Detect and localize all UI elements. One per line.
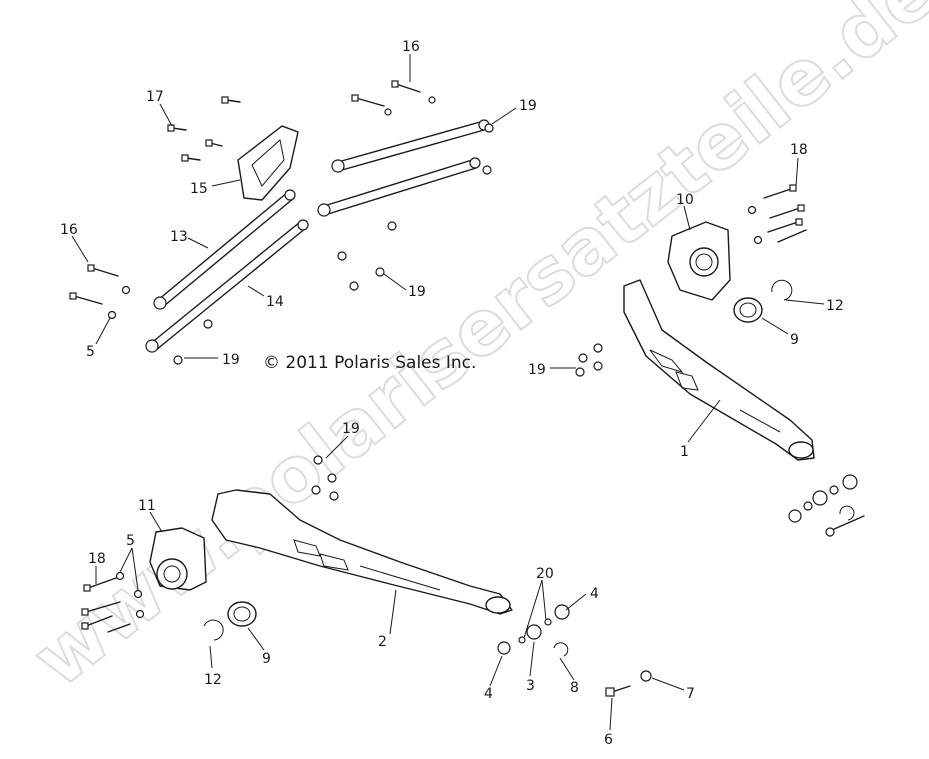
- nuts-right: [575, 343, 603, 377]
- trailing-arm-1: [623, 279, 815, 461]
- callout-10: 10: [676, 192, 694, 208]
- callout-8: 8: [570, 680, 579, 696]
- callout-19-left: 19: [222, 352, 240, 368]
- callout-19-mid: 19: [408, 284, 426, 300]
- callout-13: 13: [170, 229, 188, 245]
- callout-3: 3: [526, 678, 535, 694]
- bearing-9-left: [227, 601, 257, 627]
- callout-19-right: 19: [528, 362, 546, 378]
- callout-6: 6: [604, 732, 613, 748]
- trailing-arm-2: [211, 489, 513, 615]
- callout-16-top: 16: [402, 39, 420, 55]
- bearing-carrier-11: [149, 527, 207, 591]
- callout-9-right: 9: [790, 332, 799, 348]
- callout-14: 14: [266, 294, 284, 310]
- bolts-upper-left: [69, 80, 436, 320]
- callout-12-right: 12: [826, 298, 844, 314]
- callout-16-left: 16: [60, 222, 78, 238]
- bracket-15: [237, 125, 299, 201]
- rod-14: [145, 219, 309, 353]
- callout-12-lower: 12: [204, 672, 222, 688]
- nuts-lower-19: [311, 455, 339, 501]
- bearing-carrier-10: [667, 221, 731, 301]
- lower-rod-19: [317, 157, 481, 217]
- callout-9-lower: 9: [262, 651, 271, 667]
- bearing-9-right: [733, 297, 763, 323]
- callout-19-top-right: 19: [519, 98, 537, 114]
- callout-4-lower: 4: [484, 686, 493, 702]
- pivot-hardware-lower: [497, 604, 652, 697]
- nuts-upper-left: [173, 123, 494, 365]
- callout-1: 1: [680, 444, 689, 460]
- callout-17: 17: [146, 89, 164, 105]
- callout-5-lower: 5: [126, 533, 135, 549]
- callout-15: 15: [190, 181, 208, 197]
- callout-18-right: 18: [790, 142, 808, 158]
- callout-11: 11: [138, 498, 156, 514]
- callout-18-lower: 18: [88, 551, 106, 567]
- pivot-hardware-right: [788, 474, 865, 537]
- callout-labels: 17 16 19 15 13 16 14 5 19 19 © 2011 Pola…: [60, 39, 844, 748]
- callout-7: 7: [686, 686, 695, 702]
- callout-19-lower: 19: [342, 421, 360, 437]
- snap-ring-12-left: [203, 619, 224, 641]
- callout-4-upper: 4: [590, 586, 599, 602]
- copyright-text: © 2011 Polaris Sales Inc.: [263, 353, 476, 373]
- callout-5-left: 5: [86, 344, 95, 360]
- snap-ring-12-right: [771, 279, 793, 301]
- rod-13: [153, 189, 296, 310]
- callout-20: 20: [536, 566, 554, 582]
- callout-2: 2: [378, 634, 387, 650]
- bolts-right: [747, 184, 807, 245]
- bolts-lower-left: [81, 571, 145, 633]
- leader-lines: [71, 54, 825, 731]
